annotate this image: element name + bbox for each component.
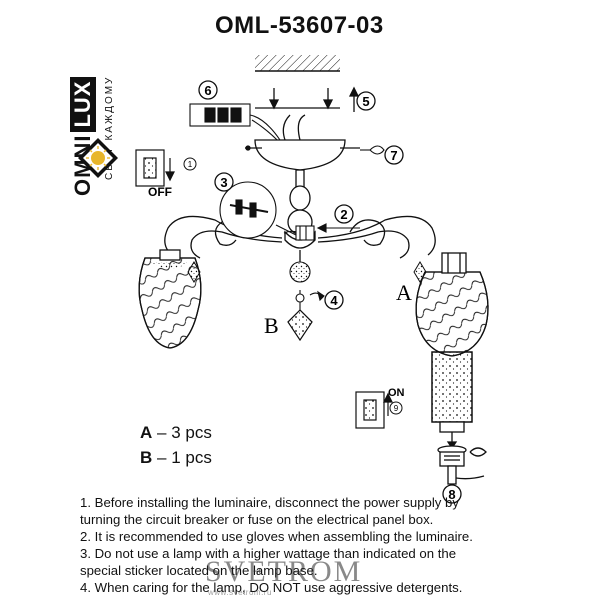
svg-text:9: 9: [394, 404, 399, 413]
switch-on-label: ON: [388, 387, 405, 399]
mounting-plate: [255, 86, 360, 112]
central-stem: [284, 169, 316, 262]
model-title: OML-53607-03: [215, 12, 384, 39]
parts-legend: A – 3 pcs B – 1 pcs: [140, 420, 212, 470]
step-2-callout: 2: [334, 204, 354, 224]
step-4-callout: 4: [324, 290, 344, 310]
svg-text:4: 4: [330, 293, 338, 308]
watermark-subtext: www.svetrom.ru: [208, 588, 272, 597]
svg-text:6: 6: [204, 83, 211, 98]
step-7-callout: 7: [384, 145, 404, 165]
safety-instructions: 1. Before installing the luminaire, disc…: [80, 494, 600, 596]
switch-off-icon: [135, 149, 175, 187]
screw-icon: [360, 145, 385, 155]
step-6-callout: 6: [198, 80, 218, 100]
switch-off-label: OFF: [148, 185, 172, 199]
instruction-line: turning the circuit breaker or fuse on t…: [80, 512, 434, 527]
wire-detail-circle: [219, 181, 315, 241]
step-9-callout: 9: [389, 401, 403, 415]
step-3-callout: 3: [214, 172, 234, 192]
legend-part-b: B: [140, 448, 153, 467]
legend-qty-b: – 1 pcs: [157, 448, 212, 467]
crystal-drops: [187, 261, 427, 283]
crystal-pendant-b: [287, 290, 313, 341]
connect-arrow: [316, 223, 360, 233]
step-callouts: 1 2 3 4 5 6 7: [183, 80, 462, 504]
step-1-callout: 1: [183, 157, 197, 171]
terminal-block: [189, 103, 283, 146]
svg-text:1: 1: [188, 160, 193, 169]
legend-row-a: A – 3 pcs: [140, 420, 212, 445]
instruction-line: special sticker located on the lamp base…: [80, 563, 318, 578]
svg-text:2: 2: [340, 207, 347, 222]
lamp-socket: [437, 445, 487, 485]
svg-text:8: 8: [448, 487, 455, 502]
instruction-line: 1. Before installing the luminaire, disc…: [80, 495, 459, 510]
right-arm: [317, 215, 436, 259]
lamp-bulb: [431, 351, 473, 450]
svg-text:7: 7: [390, 148, 397, 163]
part-a-label: A: [396, 280, 412, 305]
ceiling-icon: [255, 55, 340, 72]
instruction-line: 2. It is recommended to use gloves when …: [80, 529, 473, 544]
logo-diamond-icon: [78, 138, 118, 178]
step-8-callout: 8: [442, 484, 462, 504]
svg-text:5: 5: [362, 94, 369, 109]
switch-on-icon: [355, 391, 393, 429]
legend-row-b: B – 1 pcs: [140, 445, 212, 470]
part-b-label: B: [264, 313, 279, 338]
right-glass-shade: [415, 252, 489, 357]
canopy: [245, 114, 360, 171]
legend-part-a: A: [140, 423, 153, 442]
step-5-callout: 5: [356, 91, 376, 111]
left-glass-shade: [138, 249, 202, 349]
legend-qty-a: – 3 pcs: [157, 423, 212, 442]
instruction-line: 3. Do not use a lamp with a higher watta…: [80, 546, 457, 561]
hook-arrow: [309, 290, 325, 302]
center-crystal: [289, 261, 311, 283]
instruction-line: 4. When caring for the lamp, DO NOT use …: [80, 580, 463, 595]
svg-text:3: 3: [220, 175, 227, 190]
